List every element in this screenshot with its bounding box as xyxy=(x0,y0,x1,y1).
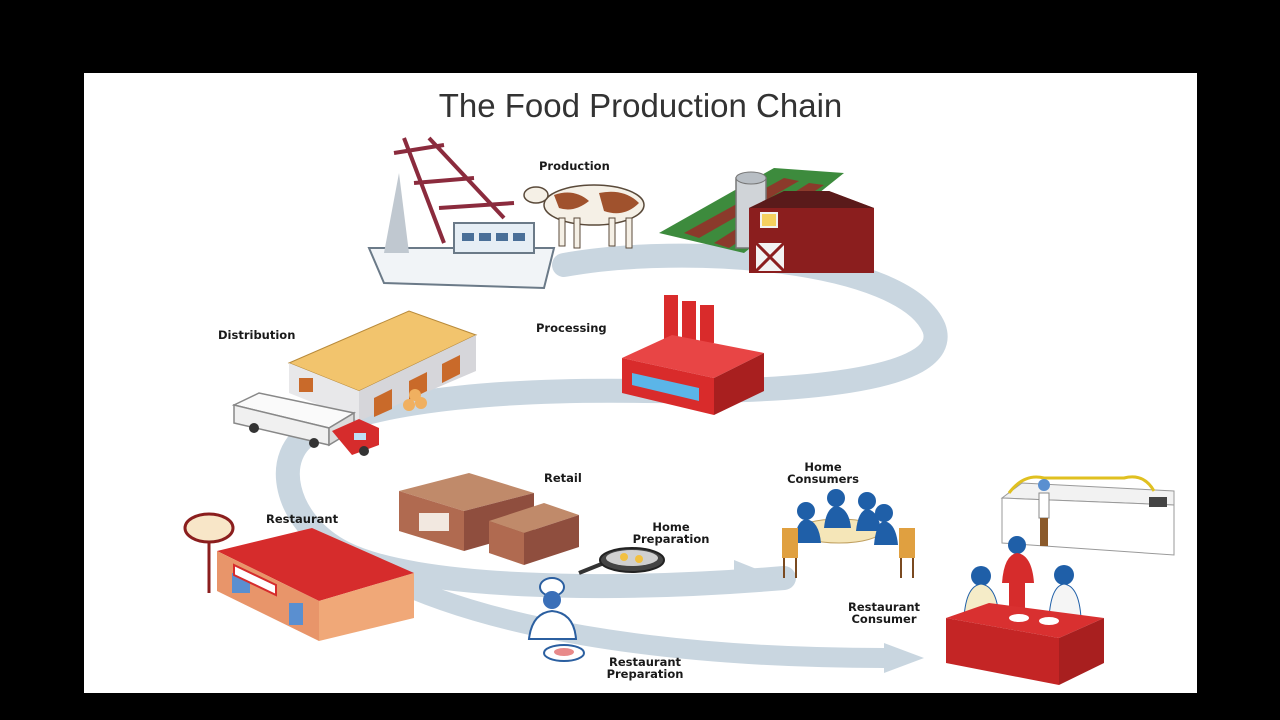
label-home-preparation: Home Preparation xyxy=(632,520,710,546)
chef xyxy=(527,577,585,662)
warehouse xyxy=(287,310,478,421)
frying-pan xyxy=(578,547,665,575)
food-chain-illustration xyxy=(183,136,1175,685)
arrow-head-home xyxy=(734,560,774,593)
farm-barn xyxy=(659,168,874,273)
label-processing: Processing xyxy=(536,321,607,335)
label-home-consumers: Home Consumers xyxy=(787,460,859,486)
slide: The Food Production Chain xyxy=(84,73,1197,693)
home-consumers xyxy=(782,489,915,578)
buffet-counter xyxy=(1000,475,1175,556)
arrow-head-restaurant xyxy=(884,643,924,673)
label-retail: Retail xyxy=(544,471,582,485)
retail-store xyxy=(399,473,579,565)
label-restaurant-consumer: Restaurant Consumer xyxy=(847,600,921,626)
cow xyxy=(523,184,645,249)
fishing-boat xyxy=(367,136,556,290)
truck xyxy=(231,392,379,456)
restaurant-table xyxy=(946,536,1104,685)
label-production: Production xyxy=(539,159,610,173)
restaurant-building xyxy=(183,512,414,641)
label-distribution: Distribution xyxy=(218,328,296,342)
factory xyxy=(622,295,764,415)
label-restaurant: Restaurant xyxy=(266,512,339,526)
label-restaurant-preparation: Restaurant Preparation xyxy=(606,655,684,681)
page-title: The Food Production Chain xyxy=(438,87,843,124)
